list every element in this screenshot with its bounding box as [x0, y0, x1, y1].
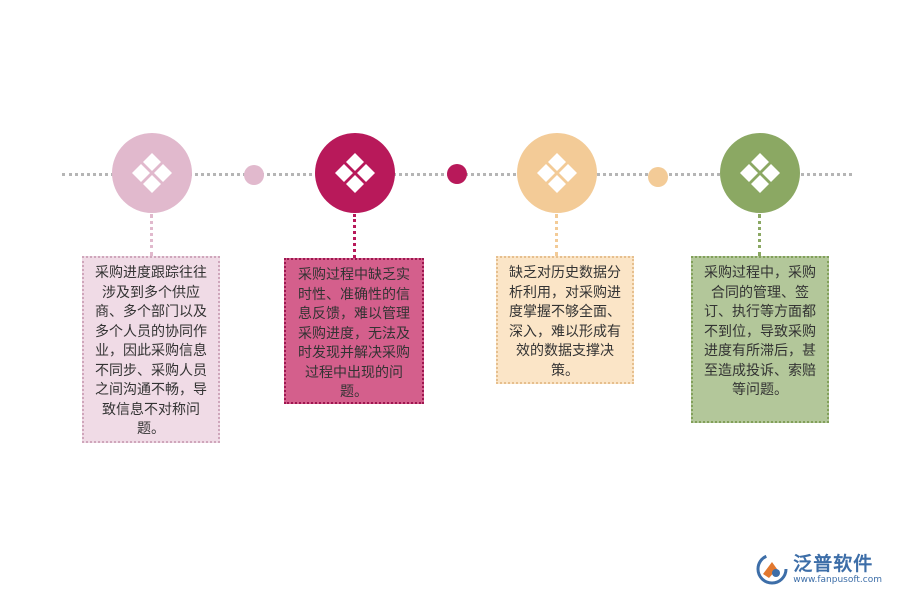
step-2-circle [315, 133, 395, 213]
step-1-card: 采购进度跟踪往往涉及到多个供应商、多个部门以及多个人员的协同作业，因此采购信息不… [82, 256, 220, 443]
step-2-text: 采购过程中缺乏实时性、准确性的信息反馈，难以管理采购进度，无法及时发现并解决采购… [298, 267, 410, 400]
step-1-connector [150, 214, 153, 256]
step-3-circle [517, 133, 597, 213]
step-1-circle [112, 133, 192, 213]
step-3-connector [555, 214, 558, 256]
timeline-dot-2 [447, 164, 467, 184]
diamond-grid-icon [132, 153, 172, 193]
step-2-card: 采购过程中缺乏实时性、准确性的信息反馈，难以管理采购进度，无法及时发现并解决采购… [284, 258, 424, 404]
brand-logo: 泛普软件 www.fanpusoft.com [755, 552, 882, 586]
timeline-dot-1 [244, 165, 264, 185]
logo-url: www.fanpusoft.com [793, 574, 882, 585]
step-1-text: 采购进度跟踪往往涉及到多个供应商、多个部门以及多个人员的协同作业，因此采购信息不… [95, 265, 207, 437]
logo-name: 泛普软件 [793, 552, 874, 575]
step-4-text: 采购过程中，采购合同的管理、签订、执行等方面都不到位，导致采购进度有所滞后，甚至… [704, 265, 816, 398]
diamond-grid-icon [537, 153, 577, 193]
step-3-card: 缺乏对历史数据分析利用，对采购进度掌握不够全面、深入，难以形成有效的数据支撑决策… [496, 256, 634, 384]
timeline-dot-3 [648, 167, 668, 187]
step-2-connector [353, 214, 356, 258]
step-3-text: 缺乏对历史数据分析利用，对采购进度掌握不够全面、深入，难以形成有效的数据支撑决策… [509, 265, 621, 379]
step-4-circle [720, 133, 800, 213]
diamond-grid-icon [740, 153, 780, 193]
fanpu-logo-icon [756, 553, 788, 585]
step-4-card: 采购过程中，采购合同的管理、签订、执行等方面都不到位，导致采购进度有所滞后，甚至… [691, 256, 829, 423]
diamond-grid-icon [335, 153, 375, 193]
step-4-connector [758, 214, 761, 256]
